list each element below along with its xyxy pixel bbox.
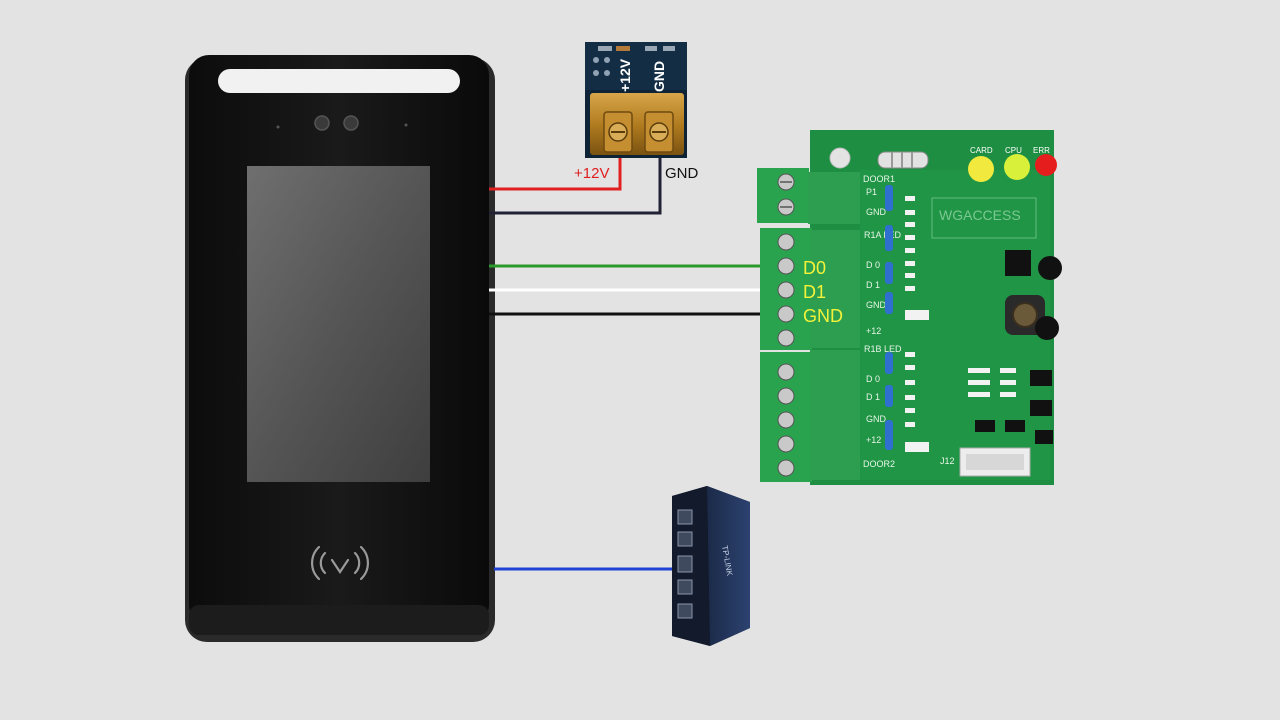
led-label-err: ERR xyxy=(1033,146,1050,155)
led-cpu-icon xyxy=(1004,154,1030,180)
led-err-icon xyxy=(1035,154,1057,176)
ethernet-ports xyxy=(677,509,693,619)
door1-pin-gnd: GND xyxy=(866,207,887,217)
power-terminal-label-ground: GND xyxy=(651,61,667,92)
r1a-pin-gnd: GND xyxy=(866,300,887,310)
led-card-icon xyxy=(968,156,994,182)
power-terminal-label-positive: +12V xyxy=(617,58,633,92)
connector-label: J12 xyxy=(940,456,955,466)
r1b-pin-12v: +12 xyxy=(866,435,881,445)
door1-pin-p1: P1 xyxy=(866,187,877,197)
nfc-contactless-icon xyxy=(311,545,369,581)
face-terminal xyxy=(185,55,495,642)
camera-left-icon xyxy=(314,115,330,131)
door1-header: DOOR1 xyxy=(863,174,895,184)
camera-right-icon xyxy=(343,115,359,131)
wires xyxy=(489,140,790,571)
terminal-label-d0: D0 xyxy=(803,258,826,278)
r1a-led-label: R1A LED xyxy=(864,230,902,240)
led-label-cpu: CPU xyxy=(1005,146,1022,155)
r1b-led-label: R1B LED xyxy=(864,344,902,354)
access-controller-board: DOOR1 P1 GND R1A LED D 0 D 1 GND +12 R1B… xyxy=(757,130,1062,485)
terminal-label-d1: D1 xyxy=(803,282,826,302)
wire-label-positive: +12V xyxy=(574,165,609,182)
terminal-screws-r2 xyxy=(777,363,795,477)
terminal-screen[interactable] xyxy=(247,166,430,482)
r1a-pin-12v: +12 xyxy=(866,326,881,336)
r1b-pin-gnd: GND xyxy=(866,414,887,424)
terminal-screws-r1 xyxy=(777,233,795,347)
light-bar xyxy=(218,69,460,93)
controller-brand: WGACCESS xyxy=(939,207,1021,223)
terminal-label-gnd: GND xyxy=(803,306,843,326)
r1b-pin-d1: D 1 xyxy=(866,392,880,402)
r1a-pin-d1: D 1 xyxy=(866,280,880,290)
network-switch: TP-LINK xyxy=(672,486,750,646)
power-terminal-block: +12V GND xyxy=(585,42,687,158)
r1a-pin-d0: D 0 xyxy=(866,260,880,270)
led-label-card: CARD xyxy=(970,146,993,155)
wire-ground xyxy=(489,140,662,215)
door2-header: DOOR2 xyxy=(863,459,895,469)
wire-label-ground: GND xyxy=(665,165,699,182)
r1b-pin-d0: D 0 xyxy=(866,374,880,384)
